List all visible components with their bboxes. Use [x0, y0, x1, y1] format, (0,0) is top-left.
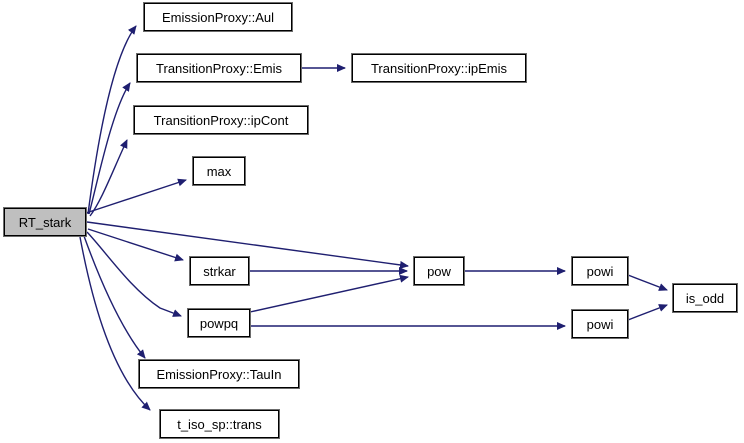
- edge-rt_stark-to-max: [85, 178, 187, 214]
- node-ipcont[interactable]: TransitionProxy::ipCont: [133, 105, 309, 135]
- edge-rt_stark-to-pow: [86, 221, 409, 269]
- node-powpq[interactable]: powpq: [187, 308, 251, 338]
- node-label: powi: [586, 316, 614, 332]
- node-max[interactable]: max: [192, 156, 246, 186]
- edge-rt_stark-to-emis: [88, 82, 131, 215]
- node-label: EmissionProxy::Aul: [162, 9, 274, 25]
- node-trans[interactable]: t_iso_sp::trans: [159, 409, 280, 439]
- node-label: max: [206, 163, 232, 179]
- node-label: TransitionProxy::ipCont: [153, 112, 289, 128]
- edge-rt_stark-to-ipcont: [89, 139, 128, 217]
- node-label: t_iso_sp::trans: [177, 416, 262, 432]
- node-powi_bot[interactable]: powi: [571, 309, 629, 339]
- node-label: EmissionProxy::TauIn: [156, 366, 282, 382]
- node-is_odd[interactable]: is_odd: [672, 283, 738, 313]
- edges: [79, 25, 668, 411]
- edge-rt_stark-to-powpq: [86, 231, 182, 317]
- edge-rt_stark-to-aul: [87, 25, 137, 215]
- edge-powi_top-to-is_odd: [627, 274, 668, 291]
- node-aul[interactable]: EmissionProxy::Aul: [143, 2, 293, 32]
- node-rt_stark[interactable]: RT_stark: [3, 207, 87, 237]
- edge-powi_bot-to-is_odd: [627, 304, 668, 321]
- node-emis[interactable]: TransitionProxy::Emis: [136, 53, 302, 83]
- node-pow[interactable]: pow: [413, 256, 465, 286]
- node-tauin[interactable]: EmissionProxy::TauIn: [138, 359, 300, 389]
- node-label: TransitionProxy::Emis: [156, 60, 282, 76]
- node-label: powpq: [199, 315, 239, 331]
- node-strkar[interactable]: strkar: [189, 256, 250, 286]
- edge-powpq-to-pow: [249, 274, 409, 313]
- edge-rt_stark-to-strkar: [87, 228, 184, 262]
- node-label: TransitionProxy::ipEmis: [370, 60, 508, 76]
- node-label: powi: [586, 263, 614, 279]
- node-label: pow: [427, 263, 451, 279]
- node-ipemis[interactable]: TransitionProxy::ipEmis: [351, 53, 527, 83]
- node-label: is_odd: [685, 290, 725, 306]
- edge-rt_stark-to-trans: [79, 236, 151, 411]
- node-label: strkar: [203, 263, 236, 279]
- edge-rt_stark-to-tauin: [83, 235, 146, 359]
- node-label: RT_stark: [18, 214, 72, 230]
- node-powi_top[interactable]: powi: [571, 256, 629, 286]
